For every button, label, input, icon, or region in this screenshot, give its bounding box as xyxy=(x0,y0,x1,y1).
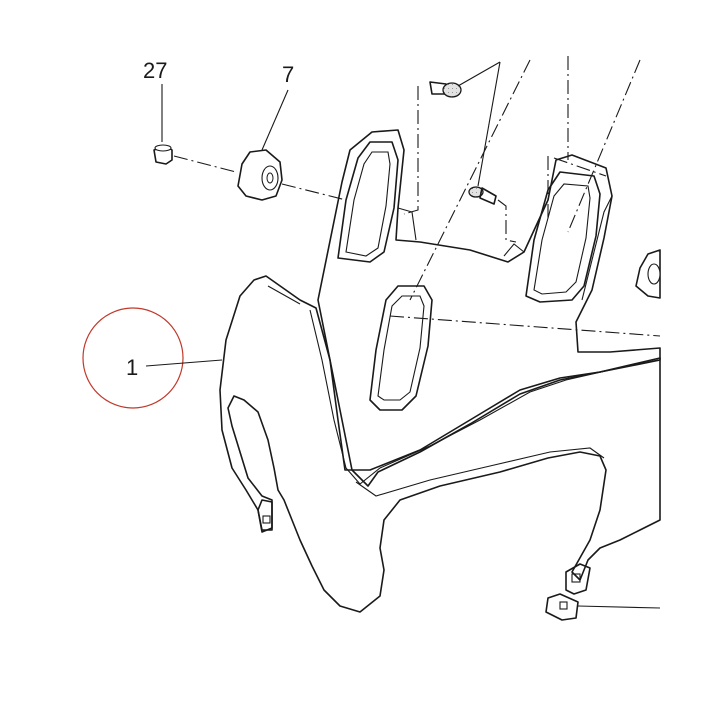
highlight-circle xyxy=(82,307,184,409)
callout-label-1: 1 xyxy=(126,355,138,380)
bolt-leaders xyxy=(457,61,501,187)
assembly-lines xyxy=(173,56,661,337)
callout-7: 7 xyxy=(261,62,294,151)
callout-27: 27 xyxy=(143,58,167,142)
bolt-icon xyxy=(429,81,462,98)
bolt-icon-2 xyxy=(468,186,497,205)
callout-1[interactable]: 1 xyxy=(82,307,223,409)
nut-icon xyxy=(153,144,173,165)
clip-nut-icon xyxy=(545,593,661,621)
inner-cowl-panel xyxy=(317,129,661,471)
grommet-icon-right xyxy=(635,249,661,299)
grommet-icon xyxy=(237,149,283,201)
callout-label-27: 27 xyxy=(143,58,167,83)
lower-cowl-part-1 xyxy=(219,275,661,613)
lower-right-tab xyxy=(565,563,591,595)
callout-label-7: 7 xyxy=(282,62,294,87)
lower-left-tab xyxy=(257,499,273,531)
